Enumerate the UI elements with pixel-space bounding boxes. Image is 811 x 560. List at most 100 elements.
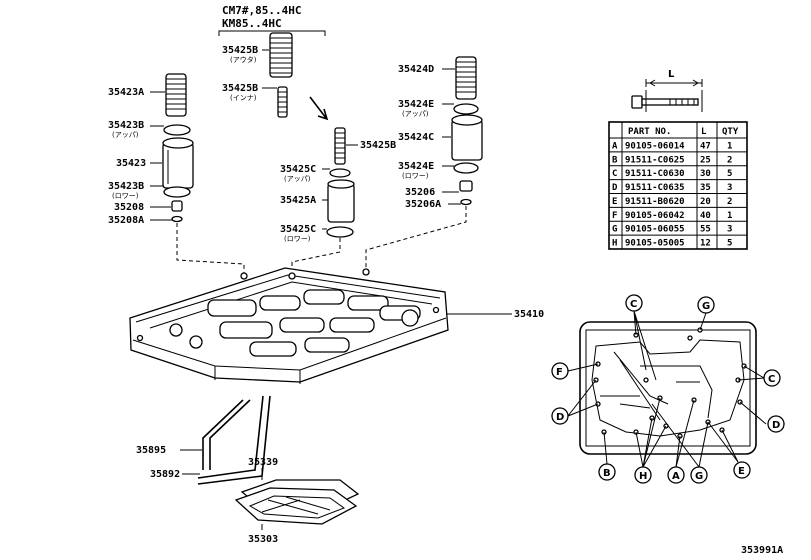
- bolt-table-length: 55: [700, 225, 711, 235]
- figure-code: 353991A: [741, 545, 783, 556]
- spring-35424D: [455, 56, 477, 100]
- callout-35425C-upper: 35425C: [280, 164, 316, 175]
- callout-35423A: 35423A: [108, 87, 144, 98]
- callout-35208: 35208: [114, 202, 144, 213]
- bolt-location-map: C G F D C D B H: [551, 294, 785, 484]
- svg-text:H: H: [639, 471, 647, 482]
- callout-35208A: 35208A: [108, 215, 144, 226]
- bolt-table-part-no: 90105-06014: [625, 141, 685, 151]
- callout-35895: 35895: [136, 445, 166, 456]
- model-line-1: CM7#,85..4HC: [222, 4, 301, 17]
- accumulator-left-stack: [162, 73, 245, 278]
- o-ring-35425C-lower: [326, 226, 354, 238]
- bolt-table-part-no: 90105-05005: [625, 239, 685, 249]
- callout-35424D: 35424D: [398, 64, 434, 75]
- accumulator-middle-stack: [269, 32, 355, 276]
- callout-35339: 35339: [248, 457, 278, 468]
- svg-text:C: C: [630, 299, 637, 310]
- piston-35423: [162, 137, 194, 189]
- bolt-table-qty: 5: [727, 239, 732, 249]
- callout-35206: 35206: [405, 187, 435, 198]
- bolt-map-label-e: E: [733, 461, 751, 479]
- bolt-table-header-length: L: [701, 127, 707, 137]
- bolt-table-part-no: 91511-C0630: [625, 169, 685, 179]
- bolt-table-qty: 2: [727, 155, 732, 165]
- callout-35425C-lower-sub: (ロワー): [284, 235, 311, 243]
- model-line-2: KM85..4HC: [222, 17, 282, 30]
- o-ring-35423B-upper: [163, 124, 191, 136]
- bolt-table-qty: 2: [727, 197, 732, 207]
- bolt-table-part-no: 91511-C0635: [625, 183, 685, 193]
- valve-body-bolts: [136, 268, 440, 342]
- svg-text:F: F: [556, 367, 563, 378]
- callout-35425B-inner-sub: (インナ): [230, 94, 257, 102]
- bolt-table-qty: 1: [727, 211, 732, 221]
- accumulator-right-stack: [365, 56, 483, 272]
- oil-strainer-35303: [234, 487, 358, 525]
- callout-35425A: 35425A: [280, 195, 316, 206]
- bolt-table-key: A: [612, 141, 618, 151]
- svg-text:D: D: [556, 412, 564, 423]
- bolt-table-key: H: [612, 239, 617, 249]
- bolt-map-label-c-top: C: [625, 294, 643, 312]
- bolt-table-length: 35: [700, 183, 711, 193]
- bolt-map-label-h: H: [634, 466, 652, 484]
- bolt-dimension-sketch: L: [631, 69, 703, 112]
- spring-35425B-assembled: [334, 127, 346, 165]
- piston-35424C: [451, 114, 483, 161]
- callout-labels: 35423A 35423B (アッパ) 35423 35423B (ロワー) 3…: [108, 45, 783, 556]
- bolt-table-length: 25: [700, 155, 711, 165]
- bolt-head: [631, 95, 643, 109]
- callout-35424E-lower-sub: (ロワー): [402, 172, 429, 180]
- bolt-table-key: F: [612, 211, 617, 221]
- callout-35425B-assembled: 35425B: [360, 140, 396, 151]
- oil-tube-35895: [202, 399, 251, 470]
- bolt-map-label-b: B: [598, 463, 616, 481]
- callout-35425B-outer: 35425B: [222, 45, 258, 56]
- bolt-map-label-d-left: D: [551, 407, 569, 425]
- bolt-table-key: G: [612, 225, 617, 235]
- callout-35425B-inner: 35425B: [222, 83, 258, 94]
- bolt-table-length: 47: [700, 141, 711, 151]
- callout-35425C-lower: 35425C: [280, 224, 316, 235]
- spring-35425B-inner: [277, 86, 288, 118]
- o-ring-35425C-upper: [329, 168, 351, 178]
- piston-35425A: [327, 179, 355, 223]
- bolt-map-label-g-top: G: [697, 296, 715, 314]
- svg-text:G: G: [702, 301, 710, 312]
- bolt-table-key: B: [612, 155, 618, 165]
- callout-35424E-lower: 35424E: [398, 161, 434, 172]
- bolt-map-label-c-right: C: [763, 369, 781, 387]
- callout-35424E-upper: 35424E: [398, 99, 434, 110]
- valve-body-35410: [129, 267, 449, 384]
- leader-lines: [150, 49, 512, 530]
- bolt-map-label-d-right: D: [767, 415, 785, 433]
- bolt-table-length: 40: [700, 211, 711, 221]
- bolt-table-part-no: 90105-06042: [625, 211, 685, 221]
- callout-35303: 35303: [248, 534, 278, 545]
- applicability-bracket: [218, 30, 326, 36]
- spring-35423A: [165, 73, 187, 117]
- svg-text:G: G: [695, 471, 703, 482]
- callout-35423B-upper: 35423B: [108, 120, 144, 131]
- spring-35206A: [460, 198, 472, 206]
- callout-35423B-upper-sub: (アッパ): [112, 131, 139, 139]
- assembly-direction-arrow: [309, 96, 329, 121]
- bolt-map-label-a: A: [667, 466, 685, 484]
- callout-35423B-lower: 35423B: [108, 181, 144, 192]
- check-ball-35208: [171, 200, 183, 212]
- svg-text:B: B: [603, 468, 611, 479]
- bolt-table-qty: 3: [727, 183, 732, 193]
- svg-text:D: D: [772, 420, 780, 431]
- bolt-map-label-f: F: [551, 362, 569, 380]
- bolt-table-length: 30: [700, 169, 711, 179]
- bolt-length-label: L: [668, 69, 675, 80]
- bolt-table-part-no: 91511-C0625: [625, 155, 685, 165]
- svg-text:A: A: [672, 471, 680, 482]
- o-ring-35424E-lower: [453, 162, 479, 174]
- callout-35423: 35423: [116, 158, 146, 169]
- callout-35410: 35410: [514, 309, 544, 320]
- valve-spools: [169, 289, 421, 357]
